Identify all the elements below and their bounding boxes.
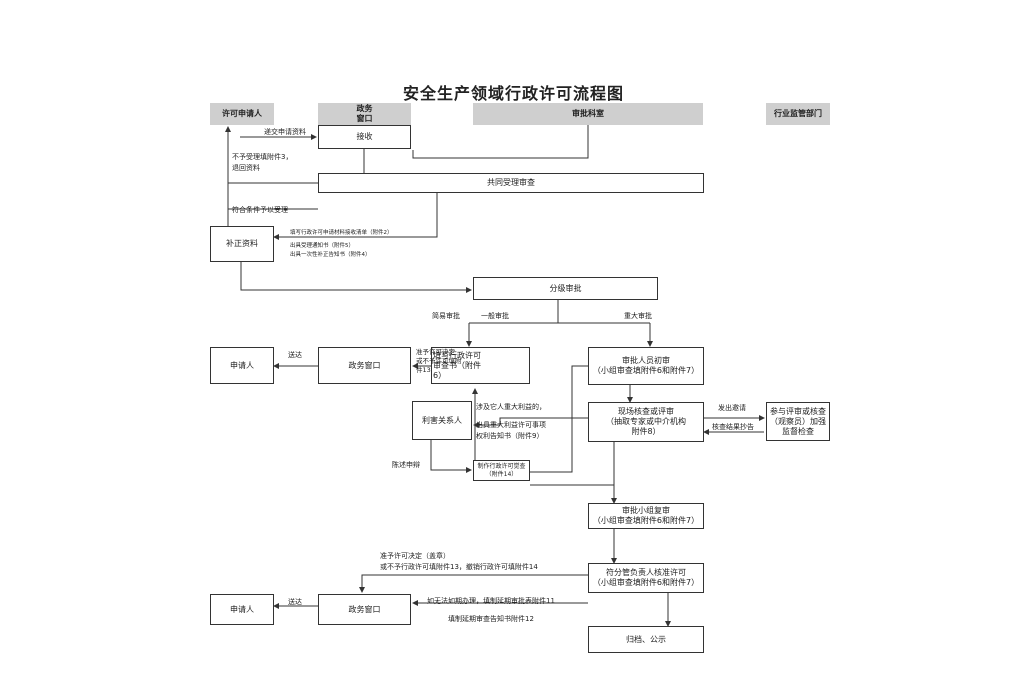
label-invite: 发出邀请 (718, 404, 746, 412)
label-general: 一般审批 (481, 312, 509, 320)
applicant-box-2: 申请人 (210, 594, 274, 625)
lane-window: 政务 窗口 (318, 103, 411, 125)
correction-box: 补正资料 (210, 226, 274, 262)
label-deliver-2: 送达 (288, 598, 302, 606)
label-reject: 不予受理填附件3， 退回资料 (232, 153, 293, 172)
page-title: 安全生产领域行政许可流程图 (402, 84, 624, 103)
leader-approval-box: 符分管负责人核准许可 （小组审查填附件6和附件7） (588, 563, 704, 593)
joint-review-box: 共同受理审查 (318, 173, 704, 193)
label-submit: 递交申请资料 (264, 128, 306, 136)
receive-box: 接收 (318, 125, 411, 149)
label-deliver-1: 送达 (288, 351, 302, 359)
graded-approval-box: 分级审批 (473, 277, 658, 300)
archive-box: 归档、公示 (588, 626, 704, 653)
label-interest-notice: 出具重大利益许可事项 权利告知书（附件9） (476, 421, 546, 440)
group-recheck-box: 审批小组复审 （小组审查填附件6和附件7） (588, 503, 704, 529)
label-fill-form: 填写行政许可申请材料接收清单（附件2） (290, 230, 393, 236)
lane-review-office: 审批科室 (473, 103, 703, 125)
label-notices: 出具受理通知书（附件5） 出具一次性补正告知书（附件4） (290, 243, 371, 258)
label-grant-or-deny: 准予许可决定 或不予许可填附 件13 (416, 348, 462, 374)
label-interest: 涉及它人重大利益的， (476, 403, 546, 411)
label-extend: 如无法如期办理，填制延期审批表附件11 (427, 597, 555, 605)
participate-box: 参与评审或核查 （观察员）加强 监督检查 (766, 402, 830, 441)
applicant-box-1: 申请人 (210, 347, 274, 384)
label-cc: 核查结果抄告 (712, 423, 754, 431)
interested-party-box: 利害关系人 (412, 401, 472, 440)
first-review-box: 审批人员初审 （小组审查填附件6和附件7） (588, 347, 704, 385)
lane-supervision: 行业监管部门 (766, 103, 830, 125)
lane-applicant: 许可申请人 (210, 103, 274, 125)
fill-review-book-box: 填写行政许可 审查书（附件 6） (431, 347, 530, 384)
site-check-box: 现场核查或评审 （抽取专家或中介机构 附件8） (588, 402, 704, 442)
label-accept: 符合条件予以受理 (232, 206, 288, 214)
label-major: 重大审批 (624, 312, 652, 320)
window-box-1: 政务窗口 (318, 347, 411, 384)
label-extend-notice: 填制延期审查告知书附件12 (448, 615, 534, 623)
label-final-decision: 准予许可决定（盖章） 或不予行政许可填附件13，撤销行政许可填附件14 (380, 552, 538, 571)
window-box-2: 政务窗口 (318, 594, 411, 625)
label-simple: 简易审批 (432, 312, 460, 320)
decision-making-box: 制作行政许可觉查 （附件14） (473, 460, 530, 481)
label-defend: 陈述申辩 (392, 461, 420, 469)
